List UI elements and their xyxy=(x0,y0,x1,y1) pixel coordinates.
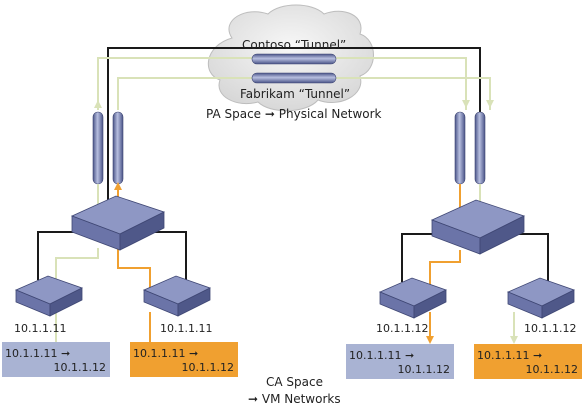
right-blue-host-ip: 10.1.1.12 xyxy=(376,322,429,335)
contoso-tunnel-link xyxy=(97,57,467,110)
contoso-tunnel-tube xyxy=(251,53,337,65)
left-orange-vm-box: 10.1.1.11 ➞ 10.1.1.12 xyxy=(130,342,238,377)
right-tube-outer xyxy=(474,111,486,185)
left-orange-vm-from: 10.1.1.11 ➞ xyxy=(133,347,199,360)
left-blue-vm-box: 10.1.1.11 ➞ 10.1.1.12 xyxy=(2,342,110,377)
ca-space-label: CA Space xyxy=(266,375,323,389)
left-blue-vm-to: 10.1.1.12 xyxy=(53,361,106,374)
vm-networks-label: ➞ VM Networks xyxy=(248,392,341,406)
left-tube-inner xyxy=(112,111,124,185)
fabrikam-tunnel-label: Fabrikam “Tunnel” xyxy=(240,87,351,101)
right-orange-vm-from: 10.1.1.11 ➞ xyxy=(477,349,543,362)
right-blue-vm-box: 10.1.1.11 ➞ 10.1.1.12 xyxy=(346,344,454,379)
right-host-orange xyxy=(379,277,447,319)
right-blue-vm-from: 10.1.1.11 ➞ xyxy=(349,349,415,362)
left-host-blue xyxy=(15,275,83,317)
left-core-switch xyxy=(71,195,165,251)
left-orange-vm-to: 10.1.1.12 xyxy=(181,361,234,374)
pa-space-label: PA Space ➞ Physical Network xyxy=(206,107,382,121)
left-blue-vm-from: 10.1.1.11 ➞ xyxy=(5,347,71,360)
right-orange-vm-to: 10.1.1.12 xyxy=(525,363,578,376)
right-host-blue xyxy=(507,277,575,319)
left-tube-outer xyxy=(92,111,104,185)
right-orange-host-ip: 10.1.1.12 xyxy=(524,322,577,335)
fabrikam-tunnel-tube xyxy=(251,72,337,84)
right-orange-vm-box: 10.1.1.11 ➞ 10.1.1.12 xyxy=(474,344,582,379)
left-blue-host-ip: 10.1.1.11 xyxy=(14,322,67,335)
right-blue-vm-to: 10.1.1.12 xyxy=(397,363,450,376)
fabrikam-tunnel-link xyxy=(117,77,491,110)
right-tube-inner xyxy=(454,111,466,185)
right-core-switch xyxy=(431,199,525,255)
left-host-orange xyxy=(143,275,211,317)
left-orange-host-ip: 10.1.1.11 xyxy=(160,322,213,335)
contoso-tunnel-label: Contoso “Tunnel” xyxy=(242,38,347,52)
